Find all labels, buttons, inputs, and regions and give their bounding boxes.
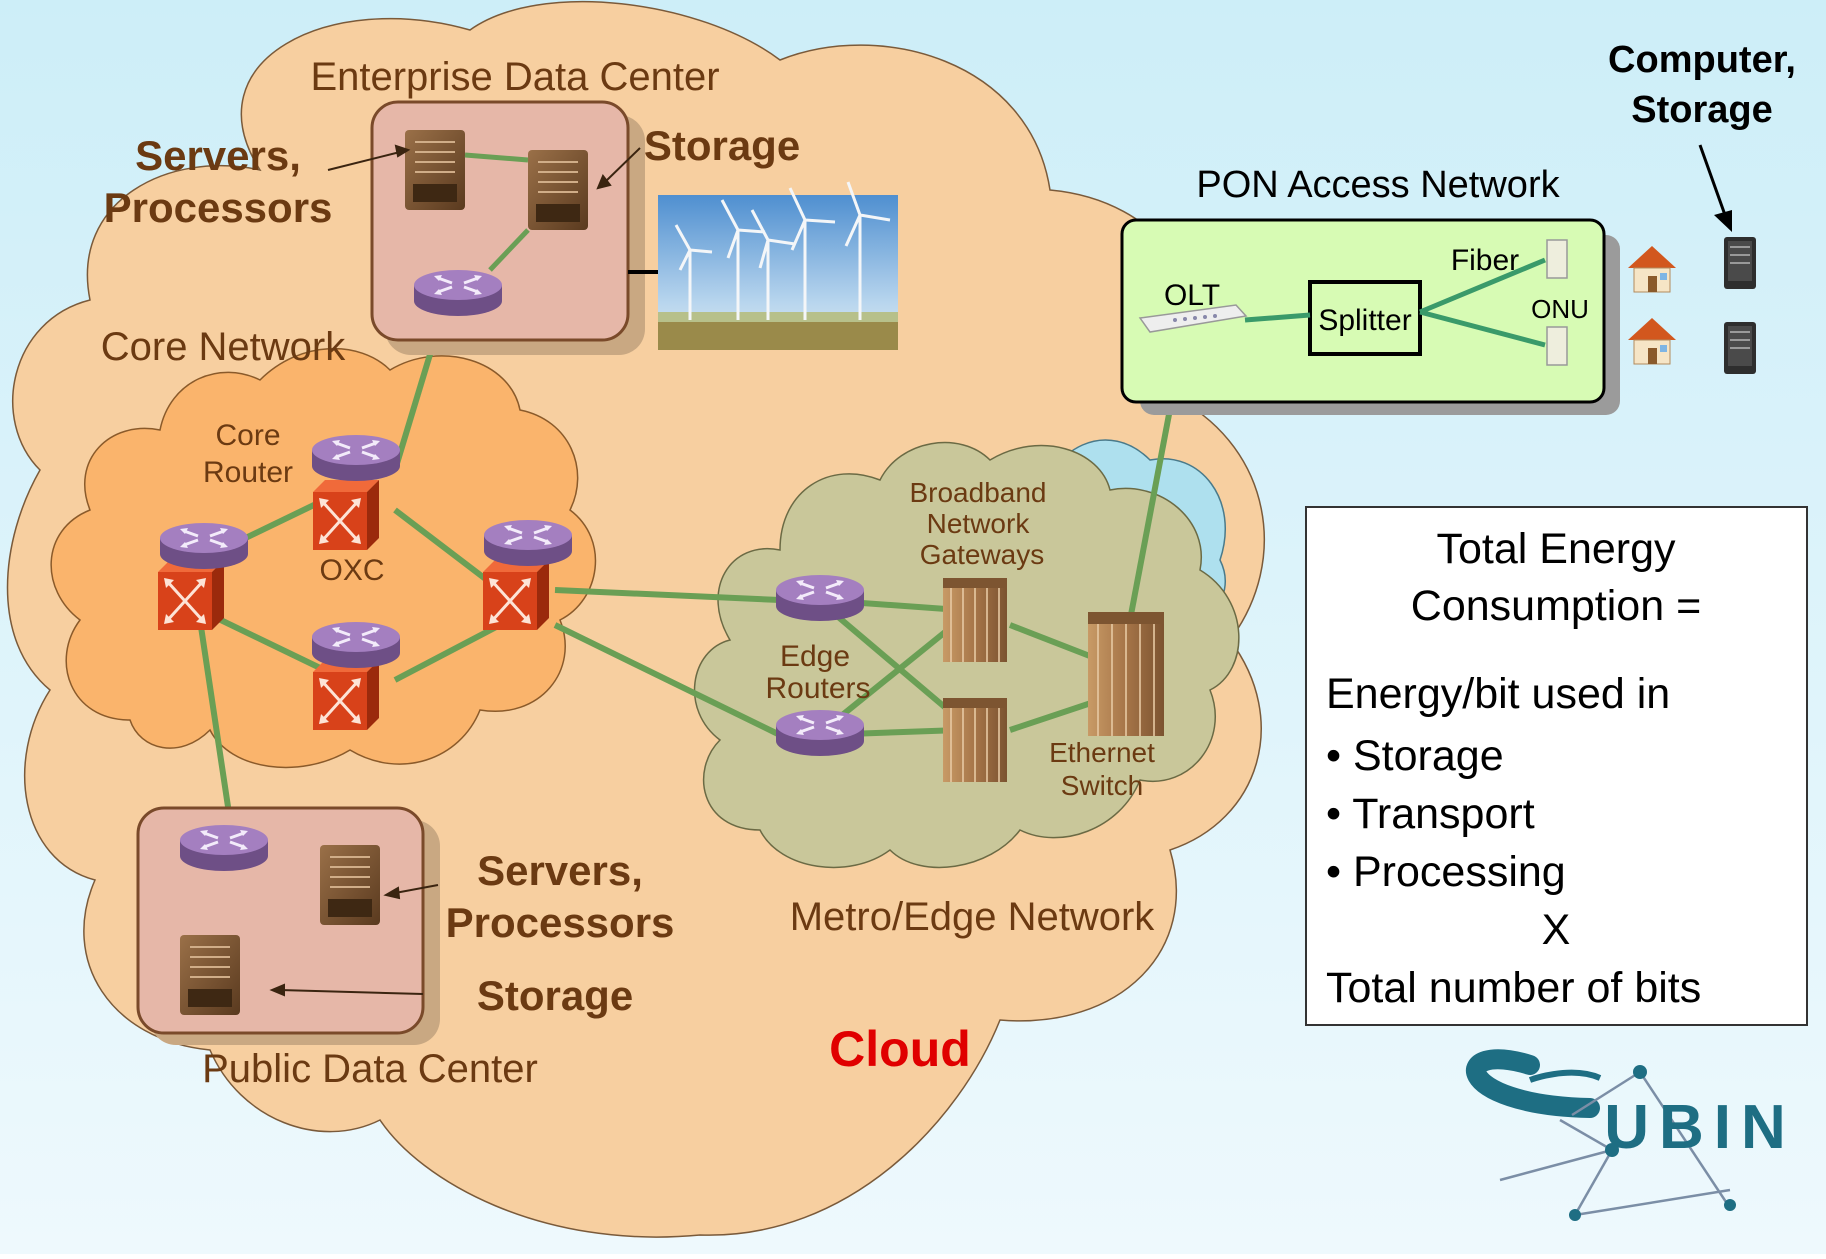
core-router-label-1: Core (215, 419, 280, 452)
processors-label-bottom: Processors (446, 899, 675, 946)
computer-label-1: Computer, (1608, 39, 1796, 81)
storage-label-top: Storage (644, 122, 800, 169)
servers-label-top: Servers, (135, 132, 301, 179)
computer-pointer-arrow (1698, 144, 1732, 232)
core-network-label: Core Network (101, 325, 347, 369)
ethernet-label-2: Switch (1061, 770, 1143, 801)
core-router-label-2: Router (203, 456, 293, 489)
energy-item-transport: • Transport (1326, 790, 1535, 838)
metro-edge-label: Metro/Edge Network (790, 895, 1156, 939)
oxc-label: OXC (319, 554, 384, 587)
storage-label-bottom: Storage (477, 972, 633, 1019)
logo-text: UBIN (1604, 1093, 1796, 1162)
energy-intro: Energy/bit used in (1326, 670, 1670, 718)
energy-times: X (1542, 906, 1571, 954)
edge-label-2: Routers (765, 672, 870, 705)
wind-farm-image (658, 181, 898, 350)
gateway-icon (942, 697, 1008, 783)
computer-label-2: Storage (1631, 89, 1772, 131)
label-pointer-arrows (269, 144, 641, 997)
router-icon (178, 823, 270, 873)
broadband-label-3: Gateways (920, 539, 1045, 570)
router-icon (412, 268, 504, 318)
enterprise-dc-label: Enterprise Data Center (310, 55, 719, 99)
public-dc-label: Public Data Center (202, 1047, 538, 1091)
cubin-logo (1466, 1049, 1736, 1221)
ethernet-label-1: Ethernet (1049, 737, 1155, 768)
storage-icon (179, 934, 241, 1016)
server-icon (319, 844, 381, 926)
splitter-label: Splitter (1318, 304, 1411, 337)
processors-label-top: Processors (104, 184, 333, 231)
computer-icon (1723, 236, 1757, 290)
energy-title-2: Consumption = (1411, 582, 1701, 630)
public-data-center (136, 806, 440, 1045)
server-icon (404, 129, 466, 211)
edge-router-top (774, 573, 866, 623)
broadband-label-2: Network (927, 508, 1031, 539)
storage-icon (527, 149, 589, 231)
onu-icon (1546, 239, 1568, 366)
core-network-cloud (50, 347, 597, 769)
pon-label: PON Access Network (1196, 164, 1560, 206)
enterprise-data-center (370, 100, 645, 355)
energy-item-storage: • Storage (1326, 732, 1504, 780)
broadband-label-1: Broadband (909, 477, 1046, 508)
onu-label: ONU (1531, 294, 1589, 324)
splitter-box (1308, 280, 1422, 356)
energy-consumption-box (1305, 506, 1808, 1026)
edge-router-bottom (774, 708, 866, 758)
pon-access-network (1120, 218, 1620, 415)
ethernet-switch-icon (1088, 612, 1164, 736)
olt-label: OLT (1164, 279, 1220, 312)
cloud-label: Cloud (829, 1021, 971, 1077)
gateway-icon (942, 577, 1008, 663)
energy-title-1: Total Energy (1436, 525, 1676, 573)
fiber-label: Fiber (1451, 244, 1519, 277)
servers-label-bottom: Servers, (477, 847, 643, 894)
energy-footer: Total number of bits (1326, 964, 1701, 1012)
edge-label-1: Edge (780, 640, 850, 673)
olt-icon (1138, 304, 1248, 333)
energy-item-processing: • Processing (1326, 848, 1566, 896)
computer-icon (1723, 321, 1757, 375)
